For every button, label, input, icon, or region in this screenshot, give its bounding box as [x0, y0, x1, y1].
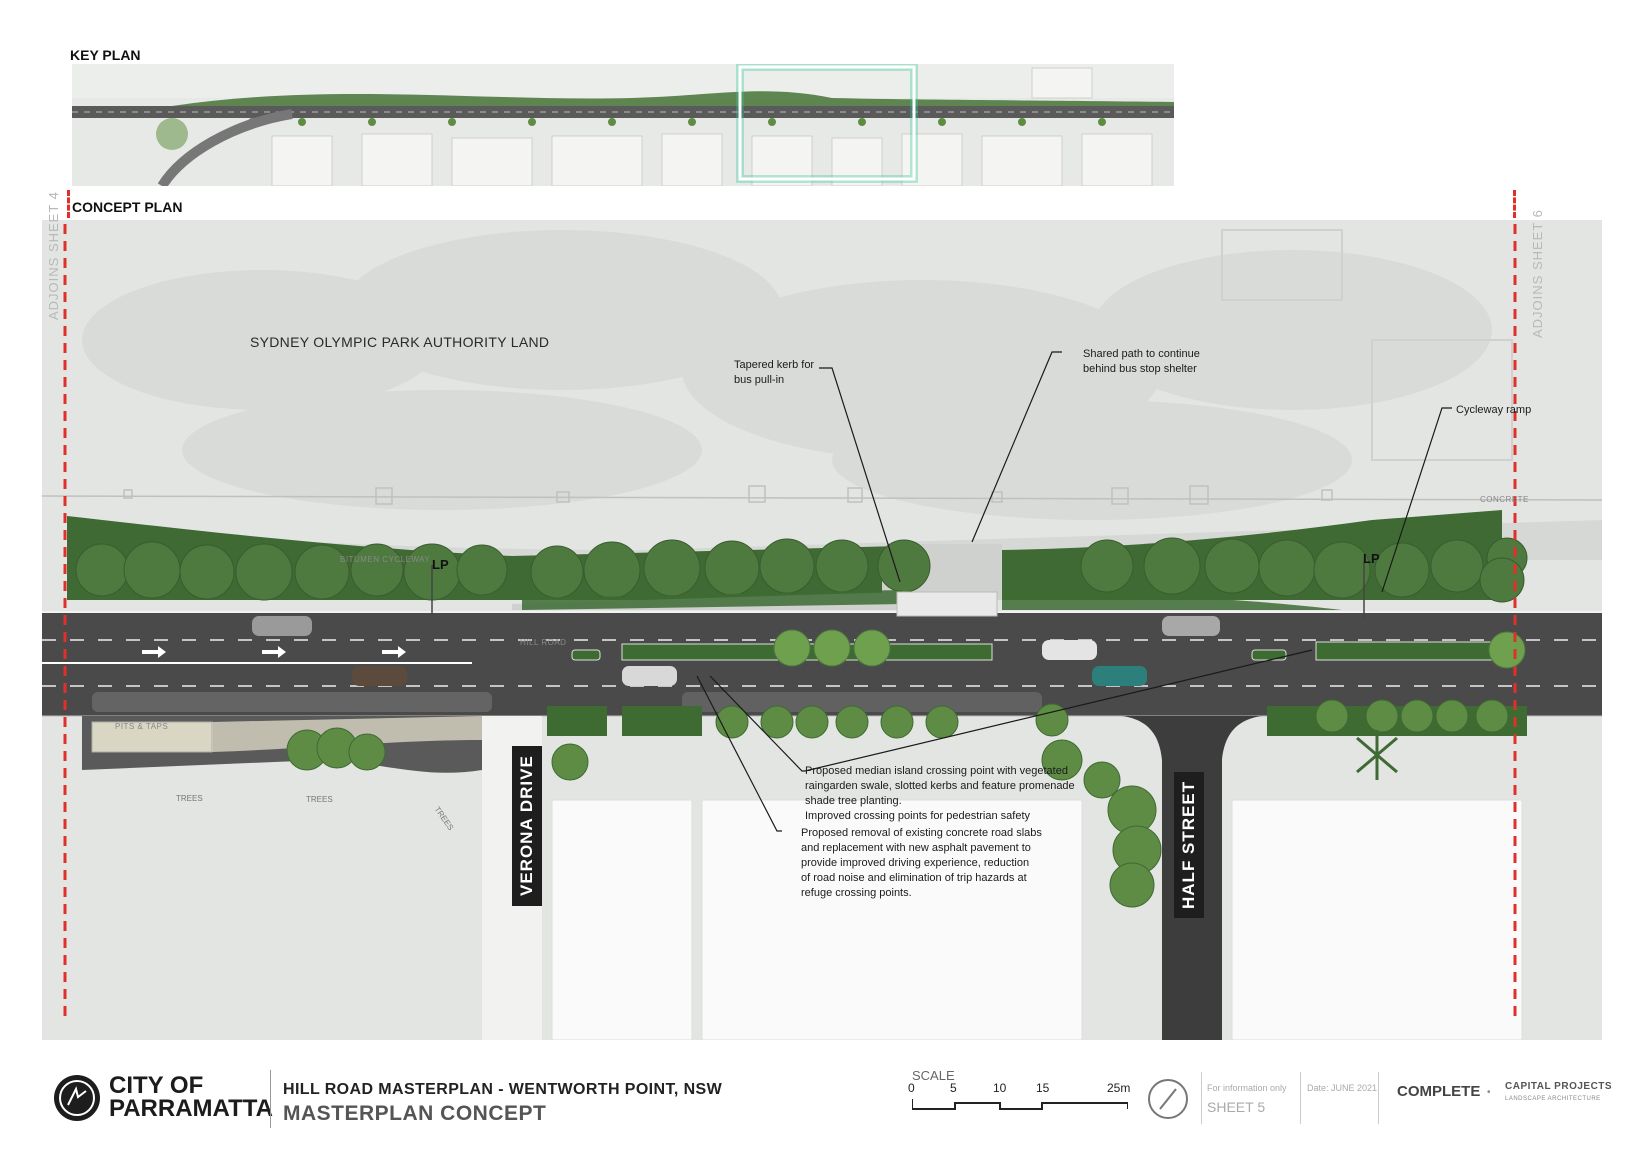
footer-title: HILL ROAD MASTERPLAN - WENTWORTH POINT, …	[283, 1081, 723, 1098]
annotation-road-slabs: Proposed removal of existing concrete ro…	[801, 827, 1042, 899]
scale-tick: 15	[1036, 1081, 1050, 1095]
logo-line1: CITY OF	[109, 1072, 204, 1099]
road-label: HILL ROAD	[520, 638, 567, 647]
lp-left-label: LP	[432, 557, 449, 572]
firm-name: CAPITAL PROJECTS	[1505, 1081, 1613, 1092]
pits-label: PITS & TAPS	[115, 722, 169, 731]
firm-sub: LANDSCAPE ARCHITECTURE	[1505, 1096, 1601, 1102]
annotation-median-island: Proposed median island crossing point wi…	[805, 765, 1075, 822]
trees-label: TREES	[306, 795, 333, 804]
half-street-label: HALF STREET	[1174, 772, 1204, 918]
date-label: Date: JUNE 2021	[1307, 1083, 1378, 1093]
scale-tick: 0	[908, 1081, 915, 1095]
key-plan-title: KEY PLAN	[70, 47, 141, 63]
footer-divider	[1300, 1072, 1301, 1124]
adjoins-left-label: ADJOINS SHEET 4	[46, 191, 61, 320]
scale-tick: 10	[993, 1081, 1007, 1095]
separator-icon: •	[1487, 1087, 1491, 1098]
land-label: SYDNEY OLYMPIC PARK AUTHORITY LAND	[250, 334, 550, 350]
scale-tick: 5	[950, 1081, 957, 1095]
left-boundary-marker	[67, 190, 73, 218]
key-plan-map[interactable]	[72, 64, 1174, 186]
concept-plan-title: CONCEPT PLAN	[72, 199, 183, 215]
lp-right-label: LP	[1363, 551, 1380, 566]
scale-tick: 25m	[1107, 1081, 1131, 1095]
concrete-label: CONCRETE	[1480, 495, 1529, 504]
right-boundary-marker	[1513, 190, 1519, 218]
footer-subtitle: MASTERPLAN CONCEPT	[283, 1102, 547, 1125]
concept-plan-map[interactable]	[42, 220, 1602, 1040]
cycleway-label: BITUMEN CYCLEWAY	[340, 555, 431, 564]
adjoins-right-label: ADJOINS SHEET 6	[1530, 209, 1545, 338]
scale-label: SCALE	[912, 1068, 955, 1083]
trees-label: TREES	[176, 794, 203, 803]
sheet-number: SHEET 5	[1207, 1099, 1266, 1115]
annotation-tapered-kerb: Tapered kerb for bus pull-in	[734, 359, 815, 386]
footer-divider	[270, 1070, 271, 1128]
footer-divider	[1201, 1072, 1202, 1124]
footer-divider	[1378, 1072, 1379, 1124]
north-arrow-icon	[1148, 1079, 1188, 1119]
scale-bar	[911, 1098, 1129, 1110]
logo-line2: PARRAMATTA	[109, 1095, 273, 1122]
city-logo-icon	[54, 1075, 100, 1121]
purpose-label: For information only	[1207, 1083, 1287, 1093]
verona-drive-label: VERONA DRIVE	[512, 746, 542, 906]
annotation-shared-path: Shared path to continue behind bus stop …	[1083, 348, 1200, 375]
status-complete: COMPLETE	[1397, 1083, 1481, 1100]
annotation-cycleway-ramp: Cycleway ramp	[1456, 404, 1532, 416]
